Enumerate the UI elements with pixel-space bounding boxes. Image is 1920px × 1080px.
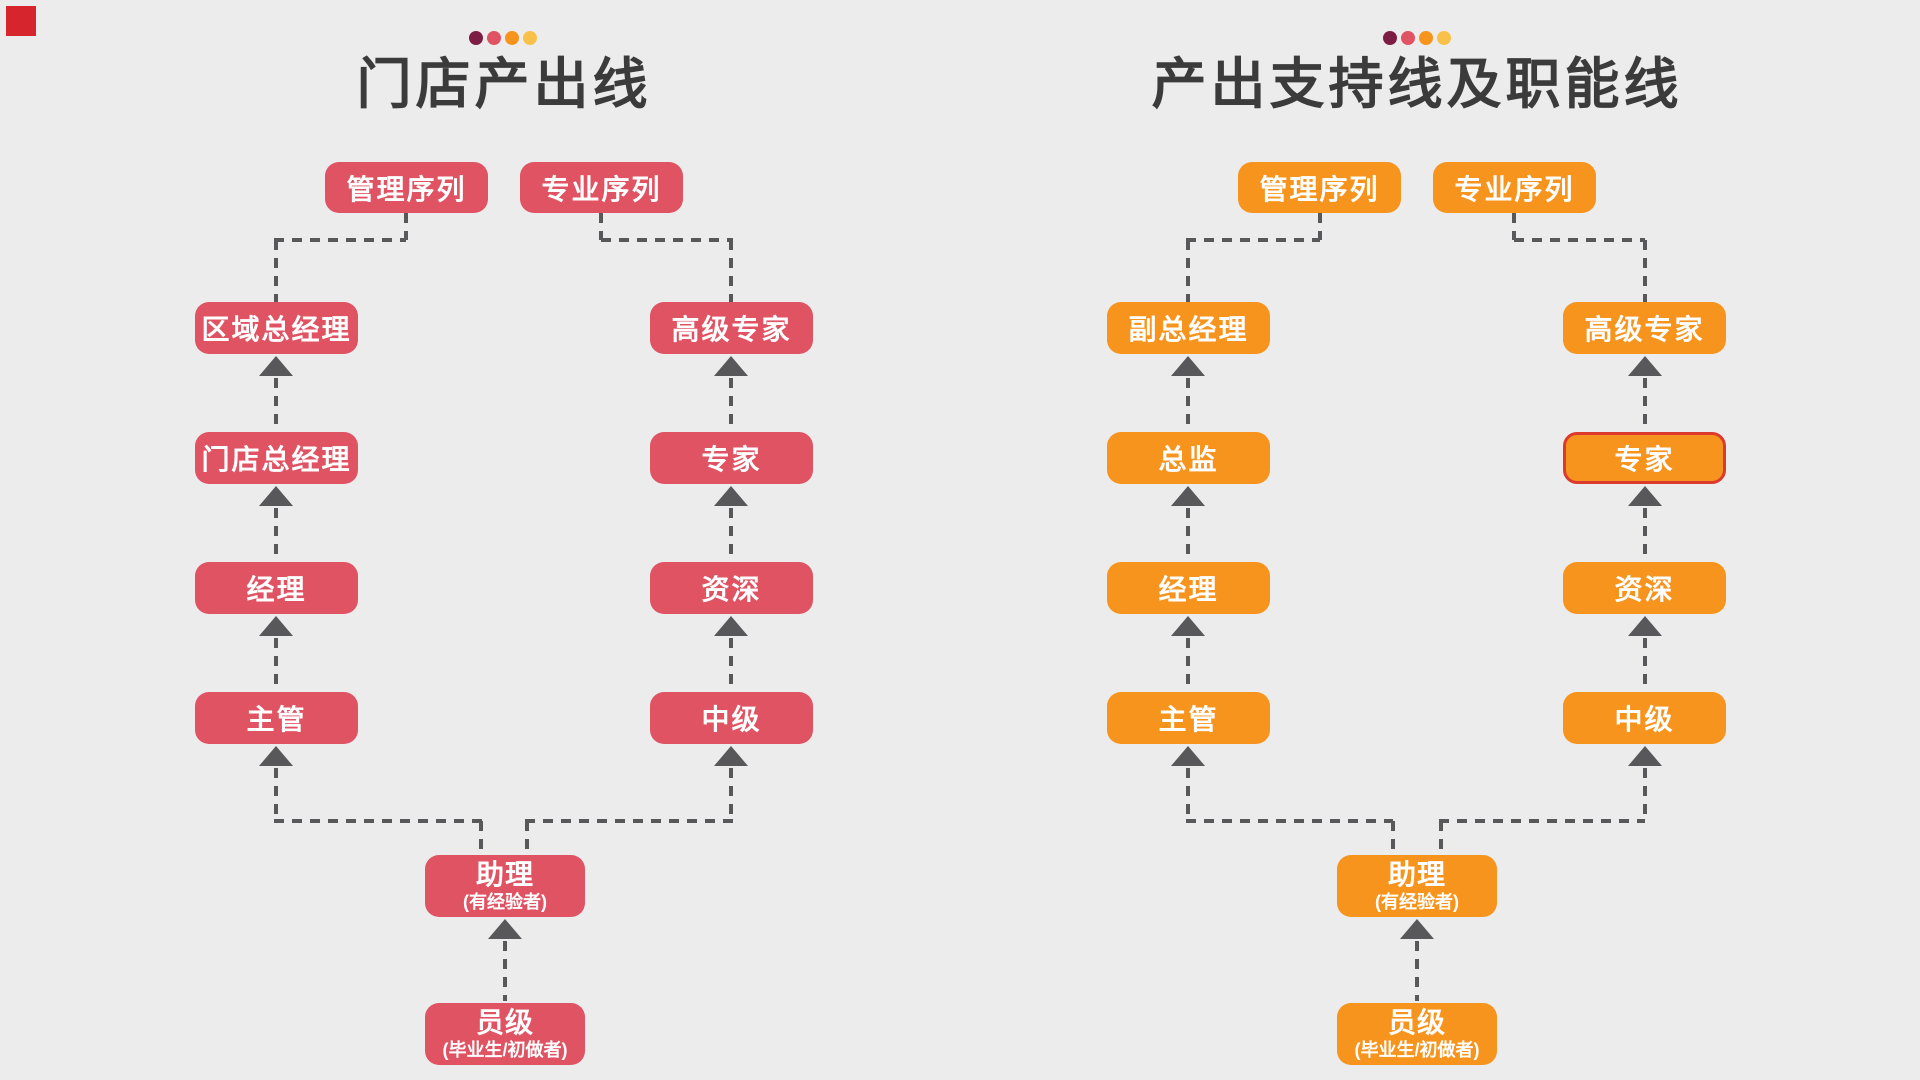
arrow-up-icon xyxy=(1400,919,1434,939)
arrow-up-icon xyxy=(1628,356,1662,376)
dashed-line xyxy=(1186,378,1190,430)
dashed-line xyxy=(1643,240,1647,302)
dashed-line xyxy=(1643,378,1647,430)
accent-dot xyxy=(1437,31,1451,45)
dashed-line xyxy=(274,378,278,430)
left-diagram-title: 门店产出线 xyxy=(356,53,652,115)
dashed-line xyxy=(274,238,406,242)
dashed-line xyxy=(525,821,529,853)
node-senior: 资深 xyxy=(1563,562,1726,614)
node-assistant-main: 助理 xyxy=(1387,859,1446,891)
dashed-line xyxy=(274,638,278,690)
node-assistant: 助理 (有经验者) xyxy=(1337,855,1497,917)
arrow-up-icon xyxy=(714,746,748,766)
dashed-line xyxy=(404,213,408,240)
dashed-line xyxy=(729,378,733,430)
node-intermediate: 中级 xyxy=(650,692,813,744)
node-professional-sequence: 专业序列 xyxy=(520,162,683,213)
node-supervisor: 主管 xyxy=(195,692,358,744)
accent-dot xyxy=(1401,31,1415,45)
dashed-line xyxy=(1186,240,1190,302)
node-staff-sub: (毕业生/初做者) xyxy=(442,1040,568,1060)
dashed-line xyxy=(1186,768,1190,821)
arrow-up-icon xyxy=(259,746,293,766)
arrow-up-icon xyxy=(714,486,748,506)
node-deputy-gm: 副总经理 xyxy=(1107,302,1270,354)
accent-dot xyxy=(505,31,519,45)
arrow-up-icon xyxy=(714,356,748,376)
node-assistant-sub: (有经验者) xyxy=(1375,892,1459,912)
dashed-line xyxy=(599,213,603,240)
node-manager: 经理 xyxy=(195,562,358,614)
node-supervisor: 主管 xyxy=(1107,692,1270,744)
arrow-up-icon xyxy=(259,356,293,376)
dashed-line xyxy=(479,821,483,853)
dashed-line xyxy=(274,819,483,823)
dashed-line xyxy=(1643,768,1647,821)
node-manager: 经理 xyxy=(1107,562,1270,614)
dashed-line xyxy=(729,508,733,560)
dashed-line xyxy=(1186,508,1190,560)
accent-dot xyxy=(469,31,483,45)
arrow-up-icon xyxy=(1171,746,1205,766)
dashed-line xyxy=(1415,941,1419,1001)
dashed-line xyxy=(1186,638,1190,690)
dashed-line xyxy=(274,768,278,821)
dashed-line xyxy=(1439,819,1645,823)
dashed-line xyxy=(274,508,278,560)
node-management-sequence: 管理序列 xyxy=(1238,162,1401,213)
node-staff-main: 员级 xyxy=(1387,1007,1446,1039)
dashed-line xyxy=(274,240,278,302)
node-intermediate: 中级 xyxy=(1563,692,1726,744)
node-director: 总监 xyxy=(1107,432,1270,484)
node-staff-level: 员级 (毕业生/初做者) xyxy=(1337,1003,1497,1065)
arrow-up-icon xyxy=(259,486,293,506)
dashed-line xyxy=(1643,508,1647,560)
node-management-sequence: 管理序列 xyxy=(325,162,488,213)
node-regional-gm: 区域总经理 xyxy=(195,302,358,354)
node-professional-sequence: 专业序列 xyxy=(1433,162,1596,213)
dashed-line xyxy=(1186,819,1393,823)
dashed-line xyxy=(525,819,733,823)
node-senior-expert: 高级专家 xyxy=(1563,302,1726,354)
arrow-up-icon xyxy=(1628,746,1662,766)
arrow-up-icon xyxy=(1171,616,1205,636)
right-diagram-title: 产出支持线及职能线 xyxy=(1151,53,1683,115)
dashed-line xyxy=(729,638,733,690)
arrow-up-icon xyxy=(1628,486,1662,506)
node-senior: 资深 xyxy=(650,562,813,614)
accent-dot xyxy=(1419,31,1433,45)
node-assistant: 助理 (有经验者) xyxy=(425,855,585,917)
accent-dot xyxy=(1383,31,1397,45)
node-assistant-main: 助理 xyxy=(475,859,534,891)
corner-red-square xyxy=(6,6,36,36)
arrow-up-icon xyxy=(1628,616,1662,636)
dashed-line xyxy=(729,768,733,821)
dashed-line xyxy=(1391,821,1395,853)
dashed-line xyxy=(1439,821,1443,853)
dashed-line xyxy=(1514,238,1645,242)
node-expert: 专家 xyxy=(1563,432,1726,484)
arrow-up-icon xyxy=(488,919,522,939)
dashed-line xyxy=(503,941,507,1001)
accent-dot xyxy=(523,31,537,45)
arrow-up-icon xyxy=(1171,356,1205,376)
arrow-up-icon xyxy=(1171,486,1205,506)
accent-dot xyxy=(487,31,501,45)
dashed-line xyxy=(601,238,733,242)
dashed-line xyxy=(1512,213,1516,240)
node-staff-level: 员级 (毕业生/初做者) xyxy=(425,1003,585,1065)
dashed-line xyxy=(1186,238,1320,242)
node-store-gm: 门店总经理 xyxy=(195,432,358,484)
node-senior-expert: 高级专家 xyxy=(650,302,813,354)
node-assistant-sub: (有经验者) xyxy=(463,892,547,912)
dashed-line xyxy=(1318,213,1322,240)
arrow-up-icon xyxy=(259,616,293,636)
dashed-line xyxy=(1643,638,1647,690)
node-staff-main: 员级 xyxy=(475,1007,534,1039)
node-staff-sub: (毕业生/初做者) xyxy=(1354,1040,1480,1060)
dashed-line xyxy=(729,240,733,302)
arrow-up-icon xyxy=(714,616,748,636)
node-expert: 专家 xyxy=(650,432,813,484)
